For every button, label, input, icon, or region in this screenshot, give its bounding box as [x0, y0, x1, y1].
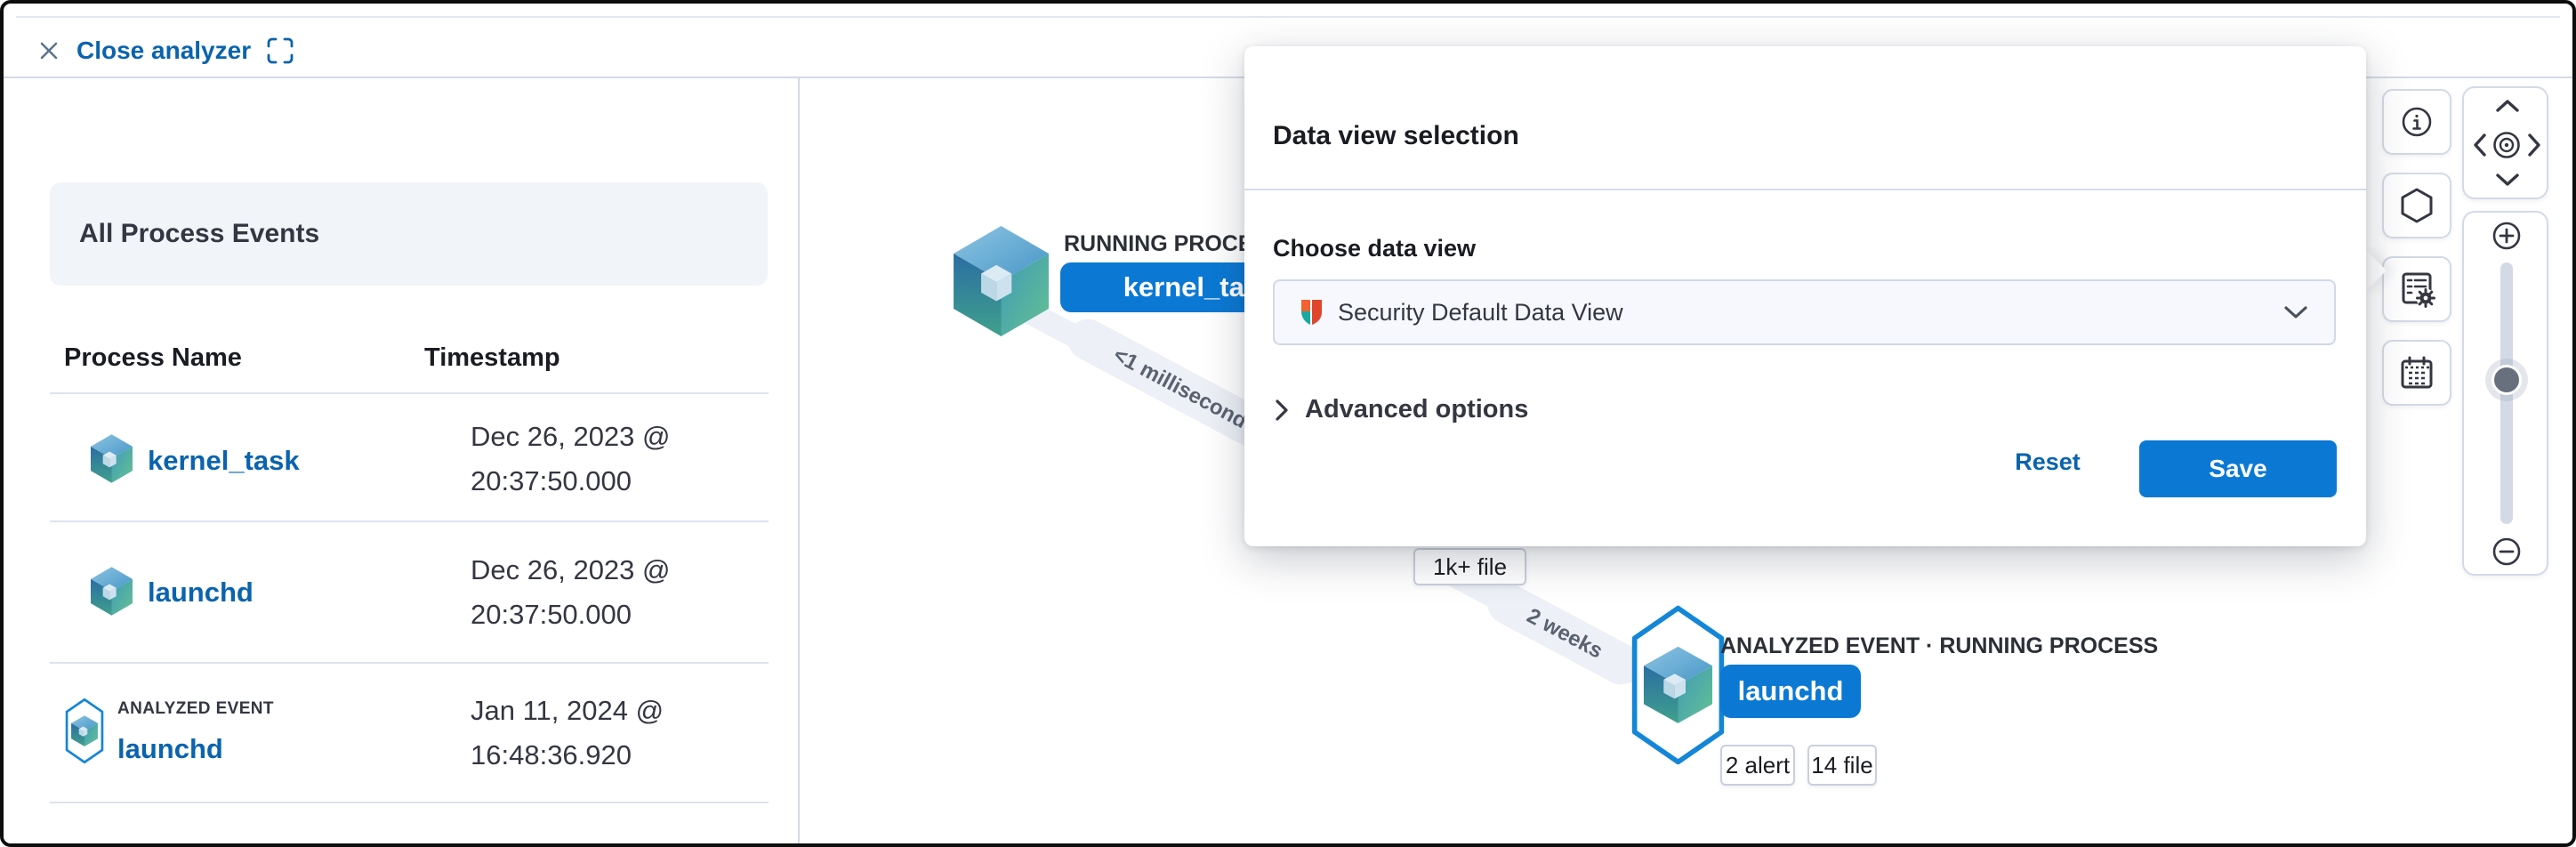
timestamp-cell: Jan 11, 2024 @ 16:48:36.920	[471, 695, 664, 770]
column-header-timestamp: Timestamp	[424, 343, 560, 372]
pan-left-button[interactable]	[2471, 131, 2489, 159]
chevron-right-icon	[1276, 399, 1288, 421]
choose-data-view-label: Choose data view	[1273, 235, 1477, 262]
zoom-out-button[interactable]	[2491, 536, 2522, 567]
data-view-select[interactable]: Security Default Data View	[1273, 279, 2336, 345]
edge-duration-label: 2 weeks	[1523, 603, 1607, 664]
pan-up-button[interactable]	[2493, 97, 2522, 115]
selected-data-view: Security Default Data View	[1338, 298, 1623, 326]
node-legend-button[interactable]	[2382, 89, 2451, 155]
top-hairline	[16, 16, 2560, 18]
calendar-button[interactable]	[2382, 340, 2451, 406]
pan-down-button[interactable]	[2493, 171, 2522, 189]
column-header-process-name: Process Name	[64, 343, 242, 372]
analyzed-event-tag: ANALYZED EVENT	[117, 699, 274, 718]
file-count-badge[interactable]: 14 file	[1807, 745, 1877, 786]
panel-divider	[798, 77, 800, 843]
process-cube-icon	[91, 434, 133, 488]
table-divider	[50, 662, 769, 664]
save-button[interactable]: Save	[2139, 440, 2337, 497]
reset-button[interactable]: Reset	[2015, 448, 2081, 475]
launchd-node-button[interactable]: launchd	[1720, 665, 1861, 718]
alert-count-badge[interactable]: 2 alert	[1720, 745, 1795, 786]
zoom-panel	[2462, 211, 2548, 576]
process-link[interactable]: launchd	[117, 733, 223, 764]
center-camera-button[interactable]	[2491, 130, 2522, 160]
data-view-gear-button[interactable]	[2382, 256, 2451, 322]
pan-right-button[interactable]	[2525, 131, 2543, 159]
kernel-task-node-icon[interactable]	[954, 226, 1049, 341]
popover-title: Data view selection	[1273, 121, 1519, 150]
analyzer-header: Close analyzer	[36, 30, 295, 71]
schema-hexagon-button[interactable]	[2382, 173, 2451, 238]
timestamp-cell: Dec 26, 2023 @ 20:37:50.000	[471, 554, 671, 630]
node-type-label: ANALYZED EVENT · RUNNING PROCESS	[1720, 633, 2159, 658]
analyzed-event-hexagon-cube-icon	[64, 697, 105, 770]
advanced-options-label: Advanced options	[1305, 395, 1529, 424]
process-cube-icon	[91, 567, 133, 620]
timestamp-cell: Dec 26, 2023 @ 20:37:50.000	[471, 421, 671, 496]
popover-divider	[1244, 189, 2366, 190]
panel-title-callout: All Process Events	[50, 182, 768, 286]
close-analyzer-button[interactable]: Close analyzer	[76, 36, 252, 64]
table-divider	[50, 520, 769, 522]
table-divider	[50, 802, 769, 803]
process-link[interactable]: kernel_task	[148, 445, 300, 476]
process-events-panel: All Process Events Process Name Timestam…	[4, 78, 798, 843]
security-shield-icon	[1301, 299, 1322, 325]
zoom-in-button[interactable]	[2491, 221, 2522, 251]
close-icon[interactable]	[36, 37, 62, 64]
chevron-down-icon	[2284, 306, 2307, 319]
fullscreen-icon[interactable]	[265, 36, 295, 66]
file-count-badge[interactable]: 1k+ file	[1413, 548, 1526, 585]
table-divider	[50, 392, 769, 394]
panel-title: All Process Events	[79, 219, 320, 248]
zoom-slider-thumb[interactable]	[2491, 365, 2522, 395]
process-link[interactable]: launchd	[148, 577, 254, 608]
camera-nav-panel	[2462, 86, 2548, 199]
advanced-options-toggle[interactable]: Advanced options	[1273, 395, 1528, 424]
launchd-analyzed-node-icon[interactable]	[1628, 601, 1728, 773]
